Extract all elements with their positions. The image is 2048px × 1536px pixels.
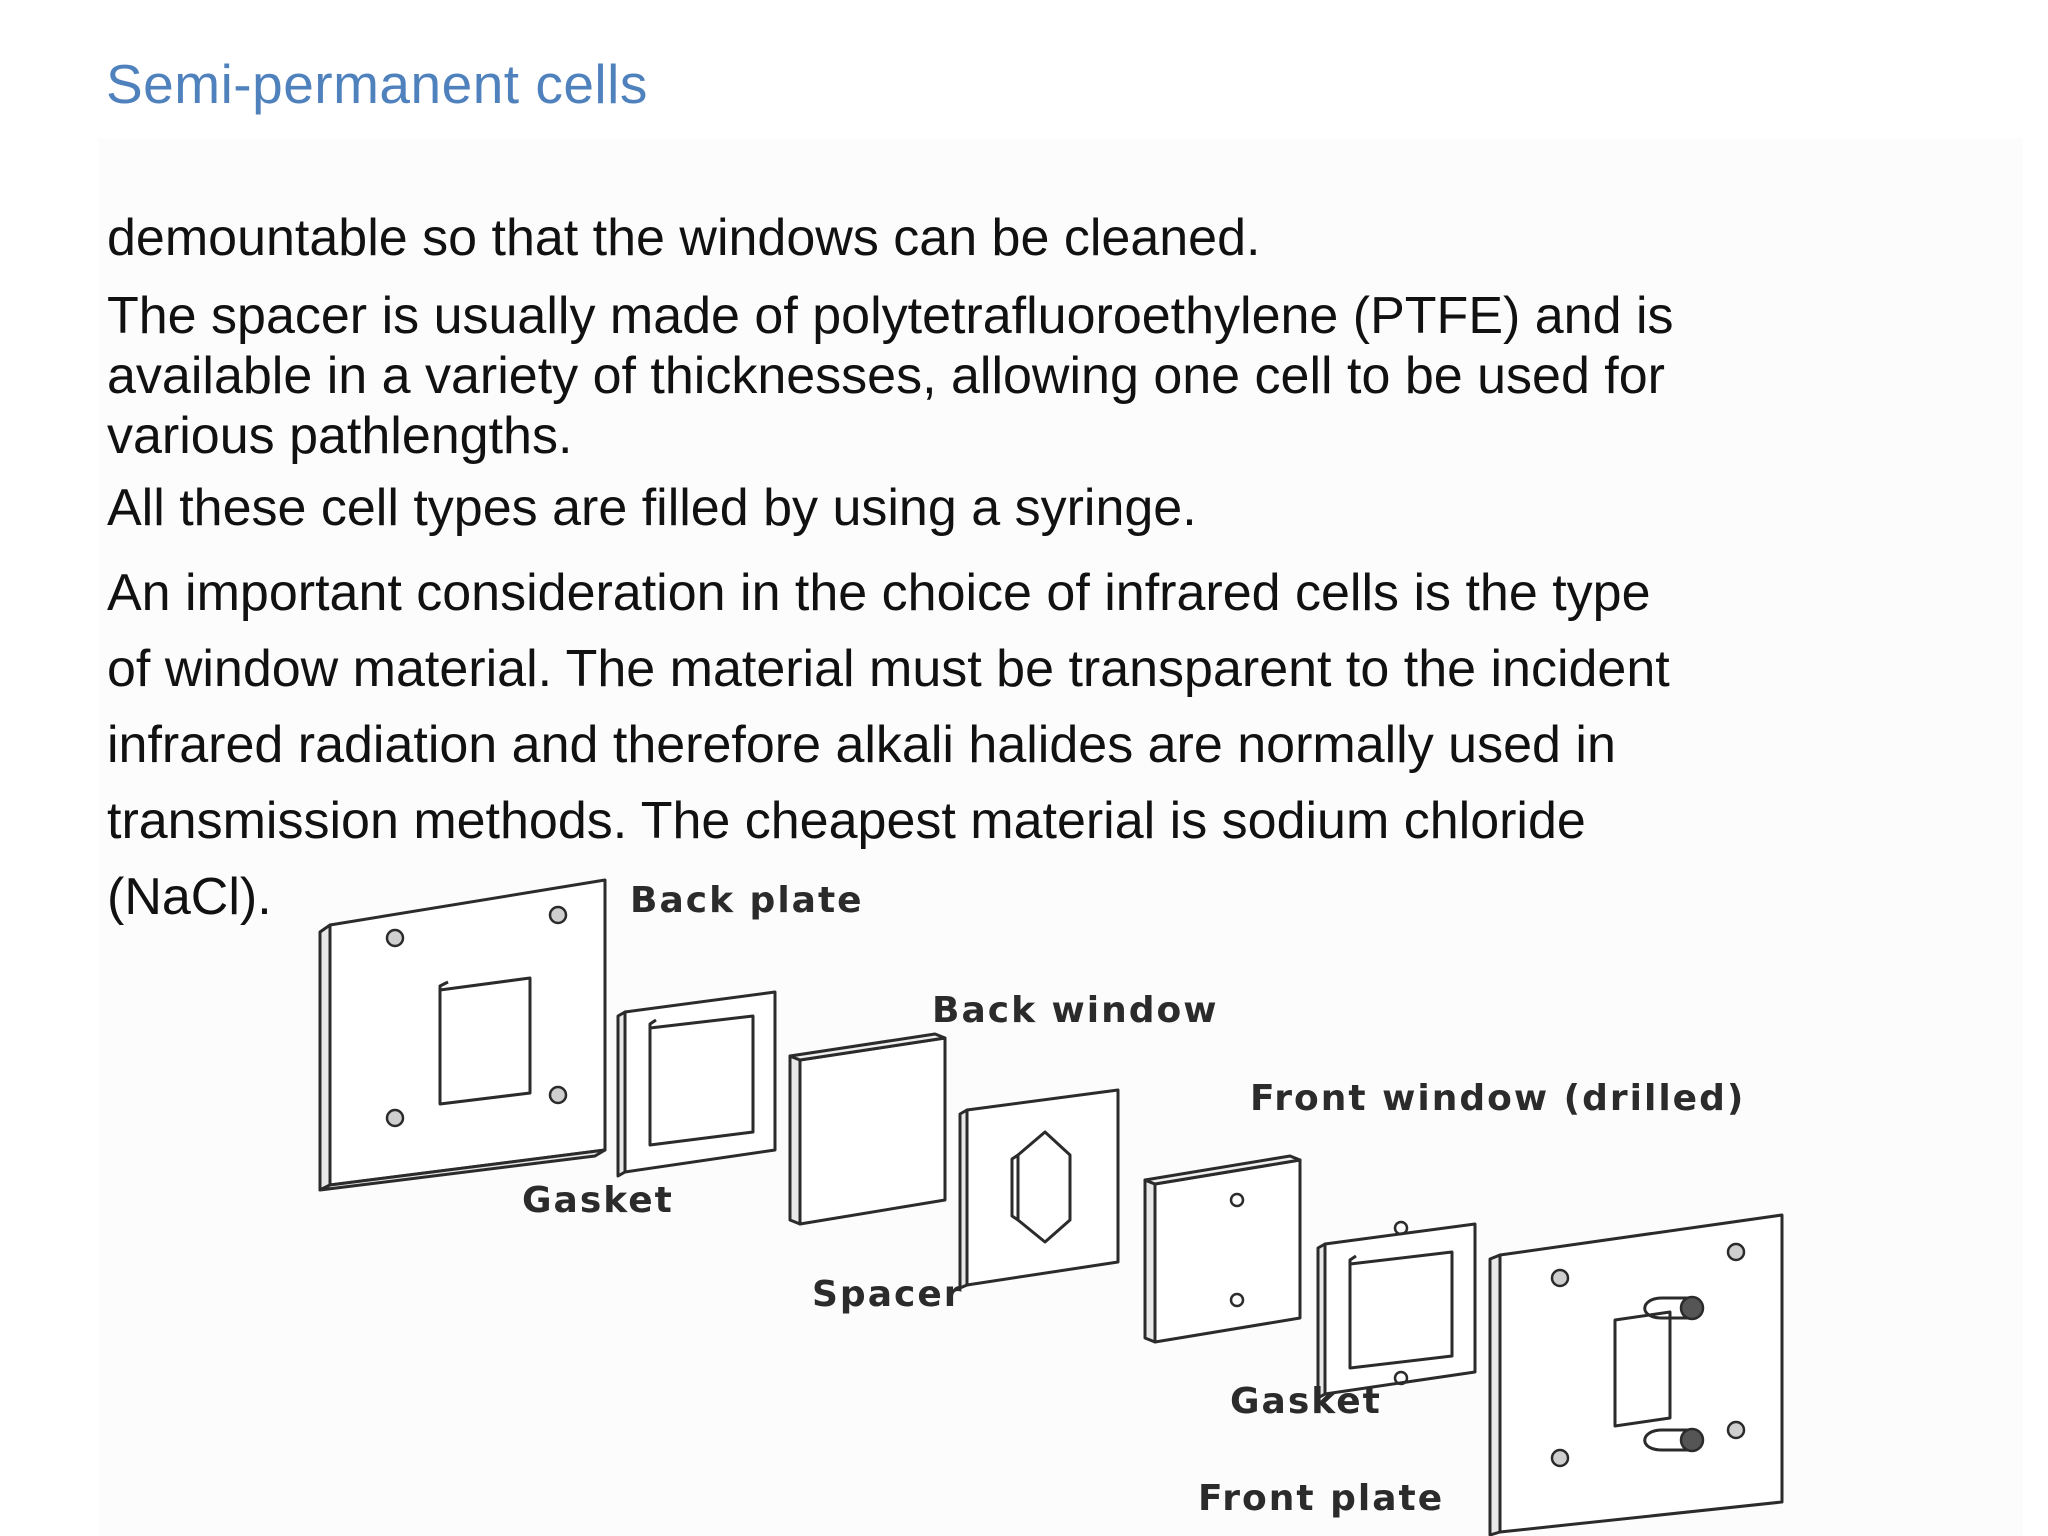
paragraph-window-line: An important consideration in the choice…: [107, 564, 1651, 622]
gasket-front: [1316, 1220, 1477, 1400]
paragraph-window-material: An important consideration in the choice…: [107, 555, 1670, 935]
paragraph-window-line: transmission methods. The cheapest mater…: [107, 792, 1586, 850]
paragraph-window-line: infrared radiation and therefore alkali …: [107, 716, 1616, 774]
front-plate: [1488, 1213, 1784, 1536]
paragraph-window-line: of window material. The material must be…: [107, 640, 1670, 698]
paragraph-spacer-line: The spacer is usually made of polytetraf…: [107, 287, 1674, 345]
label-front-window: Front window (drilled): [1250, 1078, 1745, 1119]
paragraph-syringe: All these cell types are filled by using…: [107, 479, 1197, 537]
paragraph-spacer: The spacer is usually made of polytetraf…: [107, 286, 1674, 466]
gasket-back: [616, 990, 777, 1178]
spacer: [958, 1088, 1120, 1290]
label-back-plate: Back plate: [630, 880, 864, 921]
front-window-drilled: [1143, 1154, 1302, 1344]
back-window: [788, 1032, 947, 1226]
label-back-window: Back window: [932, 990, 1219, 1031]
slide-title: Semi-permanent cells: [106, 53, 648, 115]
paragraph-demountable: demountable so that the windows can be c…: [107, 209, 1261, 267]
cell-exploded-diagram: Back plate Gasket Back window Spacer Fro…: [318, 878, 1784, 1536]
paragraph-window-line: (NaCl).: [107, 868, 272, 926]
paragraph-spacer-line: various pathlengths.: [107, 407, 573, 465]
label-front-plate: Front plate: [1198, 1478, 1444, 1519]
label-gasket-front: Gasket: [1230, 1381, 1382, 1422]
label-gasket-back: Gasket: [522, 1180, 674, 1221]
paragraph-spacer-line: available in a variety of thicknesses, a…: [107, 347, 1665, 405]
back-plate: [318, 878, 607, 1192]
label-spacer: Spacer: [812, 1274, 964, 1315]
